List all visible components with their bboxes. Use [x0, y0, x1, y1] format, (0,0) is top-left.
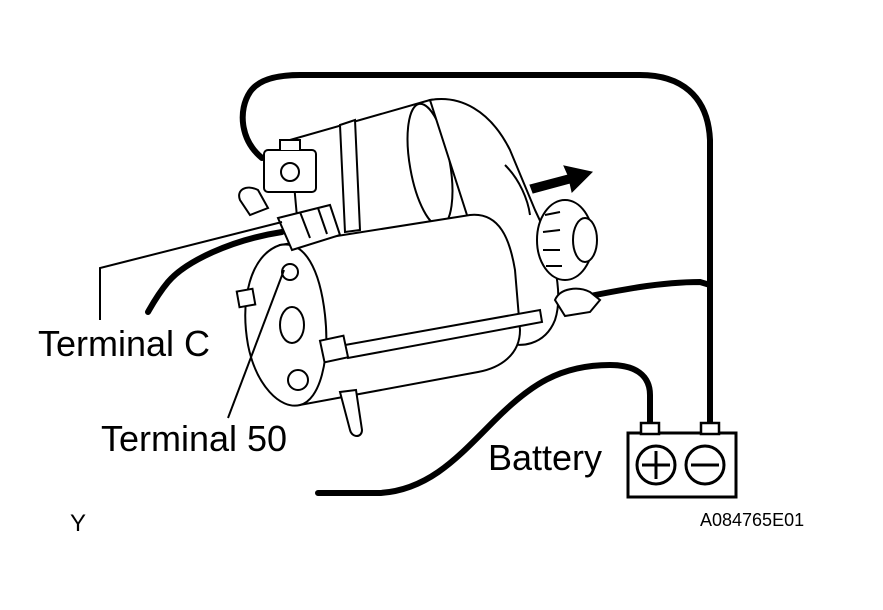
- battery-negative-terminal: [684, 444, 726, 486]
- battery-label: Battery: [488, 437, 603, 478]
- battery-symbol: [626, 421, 738, 499]
- wire-terminal-50-lead: [145, 229, 285, 315]
- leader-terminal-c: [99, 221, 283, 320]
- terminal-50-label: Terminal 50: [101, 418, 288, 459]
- wire-housing-ground: [577, 278, 713, 301]
- figure-code: A084765E01: [700, 510, 805, 530]
- view-letter: Y: [70, 510, 87, 537]
- starter-motor-drawing: [235, 98, 602, 437]
- wire-battery-positive: [315, 361, 653, 496]
- leader-terminal-50: [227, 269, 285, 419]
- battery-positive-terminal: [635, 444, 677, 486]
- terminal-c-label: Terminal C: [38, 323, 211, 364]
- wire-battery-negative-to-terminal-c: [239, 72, 713, 428]
- arrow-right-icon: [529, 165, 594, 194]
